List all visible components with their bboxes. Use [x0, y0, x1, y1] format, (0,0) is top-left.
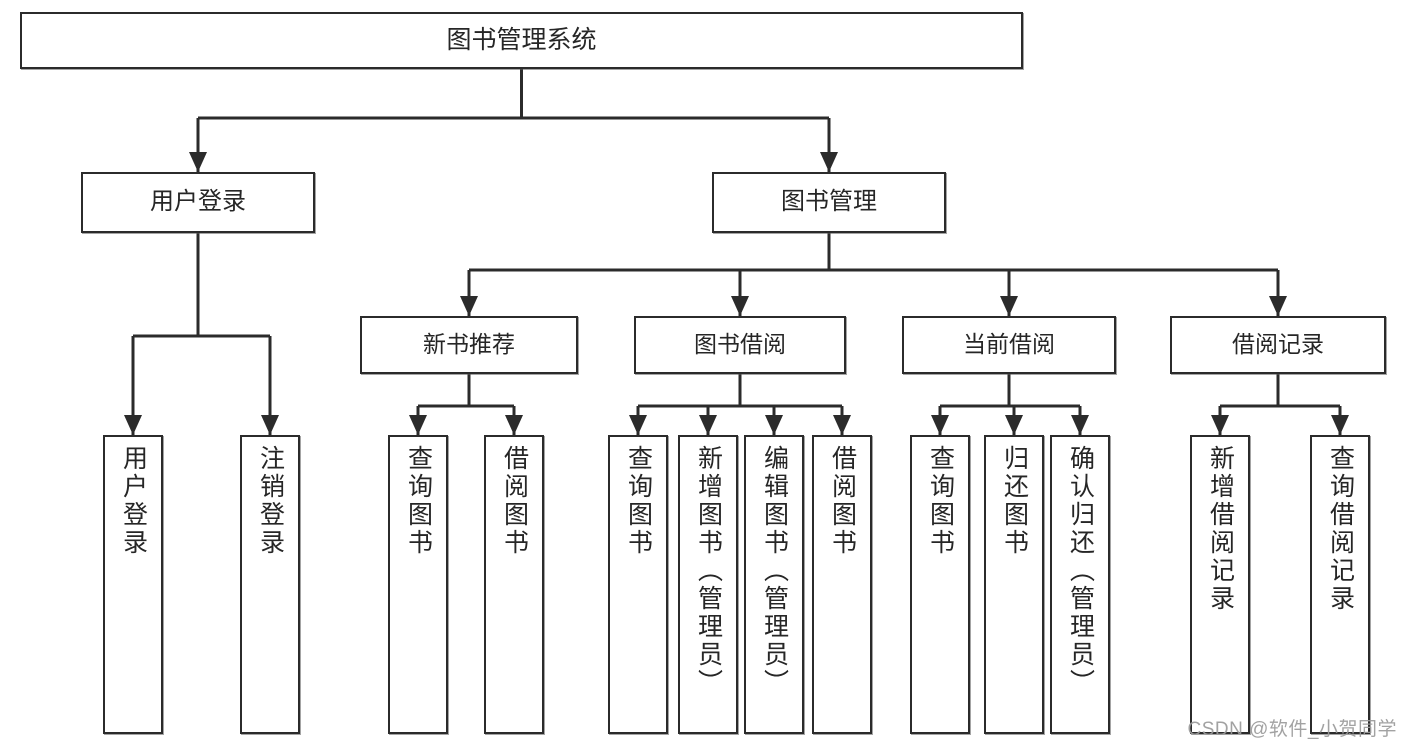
node-label: 查询图书 [926, 445, 955, 557]
node-label: 确认归还（管理员） [1066, 445, 1095, 697]
node-label: 借阅图书 [828, 445, 857, 557]
node-user-login[interactable]: 用户登录 [81, 172, 315, 233]
node-leaf-return-book[interactable]: 归还图书 [984, 435, 1044, 734]
node-leaf-borrow-book-borrowing[interactable]: 借阅图书 [812, 435, 872, 734]
node-leaf-add-borrow-record[interactable]: 新增借阅记录 [1190, 435, 1250, 734]
node-label: 借阅图书 [500, 445, 529, 557]
node-label: 新书推荐 [423, 331, 515, 358]
node-leaf-query-book-current[interactable]: 查询图书 [910, 435, 970, 734]
node-label: 查询图书 [624, 445, 653, 557]
node-leaf-query-book-recommendation[interactable]: 查询图书 [388, 435, 448, 734]
node-label: 用户登录 [150, 188, 246, 216]
node-book-borrowing[interactable]: 图书借阅 [634, 316, 846, 374]
node-label: 图书管理系统 [446, 25, 597, 54]
node-leaf-query-book-borrowing[interactable]: 查询图书 [608, 435, 668, 734]
node-label: 图书借阅 [694, 331, 786, 358]
node-label: 用户登录 [119, 445, 148, 557]
node-leaf-logout[interactable]: 注销登录 [240, 435, 300, 734]
node-current-borrowing[interactable]: 当前借阅 [902, 316, 1116, 374]
csdn-watermark: CSDN @软件_小贺同学 [1187, 719, 1397, 740]
node-borrowing-records[interactable]: 借阅记录 [1170, 316, 1386, 374]
node-leaf-query-borrow-record[interactable]: 查询借阅记录 [1310, 435, 1370, 734]
node-leaf-user-login[interactable]: 用户登录 [103, 435, 163, 734]
node-root-system[interactable]: 图书管理系统 [20, 12, 1023, 69]
node-leaf-confirm-return-admin[interactable]: 确认归还（管理员） [1050, 435, 1110, 734]
node-book-management[interactable]: 图书管理 [712, 172, 946, 233]
node-label: 归还图书 [1000, 445, 1029, 557]
node-label: 当前借阅 [963, 331, 1055, 358]
node-label: 新增图书（管理员） [694, 445, 723, 697]
node-label: 图书管理 [781, 188, 877, 216]
node-label: 新增借阅记录 [1206, 445, 1235, 613]
node-leaf-add-book-admin[interactable]: 新增图书（管理员） [678, 435, 738, 734]
node-leaf-borrow-book-recommendation[interactable]: 借阅图书 [484, 435, 544, 734]
node-new-book-recommendation[interactable]: 新书推荐 [360, 316, 578, 374]
node-label: 编辑图书（管理员） [760, 445, 789, 697]
node-leaf-edit-book-admin[interactable]: 编辑图书（管理员） [744, 435, 804, 734]
node-label: 注销登录 [256, 445, 285, 557]
node-label: 查询图书 [404, 445, 433, 557]
node-label: 查询借阅记录 [1326, 445, 1355, 613]
node-label: 借阅记录 [1232, 331, 1324, 358]
